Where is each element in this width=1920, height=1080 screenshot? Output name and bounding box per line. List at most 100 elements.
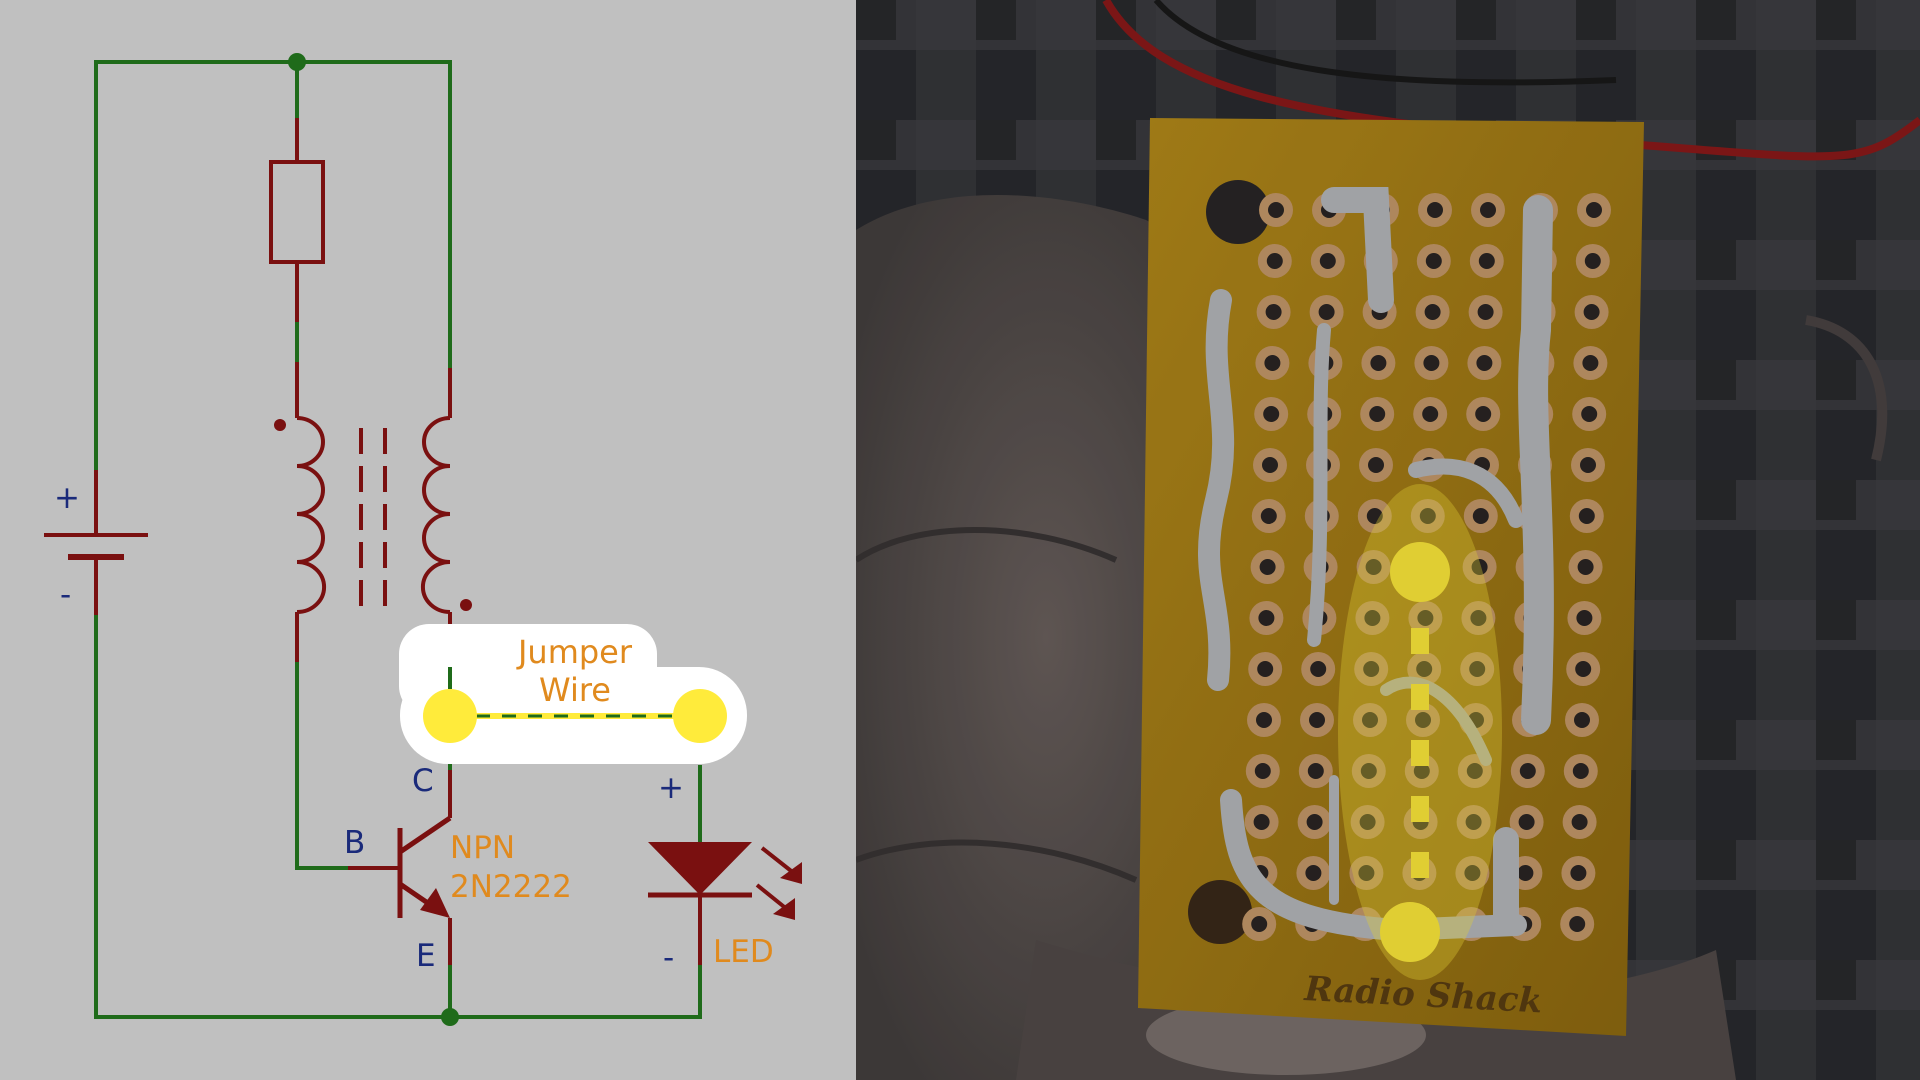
perfboard-hole	[1478, 253, 1495, 269]
perfboard-hole	[1584, 253, 1601, 269]
perfboard-hole	[1519, 763, 1536, 779]
perfboard-hole	[1262, 457, 1278, 473]
perfboard-hole	[1475, 406, 1492, 422]
perfboard-hole	[1518, 814, 1535, 830]
perfboard-hole	[1581, 406, 1598, 422]
trace-highlight-region	[1338, 484, 1502, 980]
perfboard-hole	[1254, 763, 1271, 779]
jumper-endpoint-bottom	[1380, 902, 1440, 962]
jumper-endpoint-top	[1390, 542, 1450, 602]
schematic-panel: + - B C E NPN 2N2222	[0, 0, 856, 1080]
perfboard-hole	[1307, 763, 1324, 779]
perfboard-hole	[1580, 457, 1596, 473]
perfboard-hole	[1258, 610, 1275, 626]
perfboard-hole	[1427, 202, 1443, 218]
perfboard-hole	[1369, 406, 1386, 422]
perfboard-hole	[1365, 559, 1382, 575]
perfboard-hole	[1306, 814, 1323, 830]
perfboard-hole	[1582, 355, 1599, 371]
perfboard-hole	[1366, 508, 1383, 524]
perfboard-hole	[1477, 304, 1494, 320]
perfboard-hole	[1466, 763, 1483, 779]
battery-minus-label: -	[60, 577, 71, 613]
perfboard-hole	[1413, 763, 1430, 779]
perfboard-hole	[1415, 712, 1431, 728]
perfboard-hole	[1265, 304, 1282, 320]
battery-plus-label: +	[54, 480, 80, 516]
led-symbol	[648, 842, 802, 920]
perfboard-hole	[1309, 712, 1325, 728]
led-minus-label: -	[663, 940, 674, 976]
perfboard-hole	[1264, 355, 1281, 371]
perfboard-hole	[1469, 661, 1486, 677]
perfboard-hole	[1575, 661, 1592, 677]
perfboard-hole	[1359, 814, 1376, 830]
perfboard-hole	[1576, 610, 1593, 626]
led-label: LED	[713, 934, 774, 970]
perfboard-hole	[1583, 304, 1600, 320]
perfboard-hole	[1586, 202, 1602, 218]
transformer-symbol	[296, 416, 451, 614]
solder-traces	[1198, 187, 1554, 942]
perfboard-hole	[1472, 508, 1489, 524]
perfboard-hole	[1570, 865, 1587, 881]
transistor-emitter-label: E	[416, 938, 436, 974]
perfboard-hole	[1364, 610, 1381, 626]
transistor-type-label: NPN	[450, 830, 515, 866]
perfboard-hole	[1310, 661, 1327, 677]
perfboard-hole	[1305, 865, 1322, 881]
perfboard-hole	[1370, 355, 1387, 371]
perfboard-hole	[1253, 814, 1270, 830]
perfboard-hole	[1422, 406, 1439, 422]
perfboard-hole	[1574, 712, 1590, 728]
perfboard-hole	[1417, 610, 1434, 626]
perfboard-hole	[1263, 406, 1280, 422]
perfboard-hole	[1470, 610, 1487, 626]
jumper-label-line1: Jumper	[516, 633, 633, 671]
jumper-label-line2: Wire	[539, 671, 611, 709]
perfboard-hole	[1578, 508, 1595, 524]
perfboard-hole	[1358, 865, 1375, 881]
junction-dot-top	[288, 53, 306, 71]
jumper-wire-callout	[399, 624, 747, 764]
battery-symbol	[44, 470, 148, 615]
perfboard-hole	[1257, 661, 1274, 677]
perfboard-hole	[1577, 559, 1594, 575]
perfboard-hole	[1476, 355, 1493, 371]
perfboard-hole	[1464, 865, 1481, 881]
perfboard-hole	[1465, 814, 1482, 830]
photo-panel: Radio Shack	[856, 0, 1920, 1080]
perfboard-hole	[1360, 763, 1377, 779]
perfboard-hole	[1251, 916, 1268, 932]
perfboard-photo: Radio Shack	[856, 0, 1920, 1080]
perfboard-hole	[1319, 253, 1336, 269]
transistor-part-label: 2N2222	[450, 869, 572, 905]
perfboard-hole	[1259, 559, 1276, 575]
junction-dot-bottom	[441, 1008, 459, 1026]
perfboard-hole	[1266, 253, 1283, 269]
perfboard-hole	[1571, 814, 1588, 830]
perfboard-hole	[1517, 865, 1534, 881]
perfboard-hole	[1363, 661, 1380, 677]
perfboard-hole	[1416, 661, 1433, 677]
led-plus-label: +	[658, 770, 684, 806]
resistor-symbol	[269, 160, 325, 264]
transistor-collector-label: C	[412, 763, 434, 799]
perfboard-hole	[1419, 508, 1436, 524]
perfboard-hole	[1424, 304, 1441, 320]
schematic-diagram: + - B C E NPN 2N2222	[44, 53, 802, 1026]
winding-dot-primary	[274, 419, 286, 431]
perfboard-hole	[1362, 712, 1378, 728]
perfboard-hole	[1368, 457, 1384, 473]
perfboard-hole	[1480, 202, 1496, 218]
perfboard-hole	[1423, 355, 1440, 371]
transistor-base-label: B	[344, 825, 365, 861]
perfboard-hole	[1471, 559, 1488, 575]
perfboard-hole	[1260, 508, 1277, 524]
perfboard-hole	[1425, 253, 1442, 269]
perfboard-hole	[1569, 916, 1586, 932]
perfboard-hole	[1268, 202, 1284, 218]
perfboard-hole	[1572, 763, 1589, 779]
perfboard-hole	[1318, 304, 1335, 320]
transistor-emitter-arrow	[420, 888, 450, 918]
